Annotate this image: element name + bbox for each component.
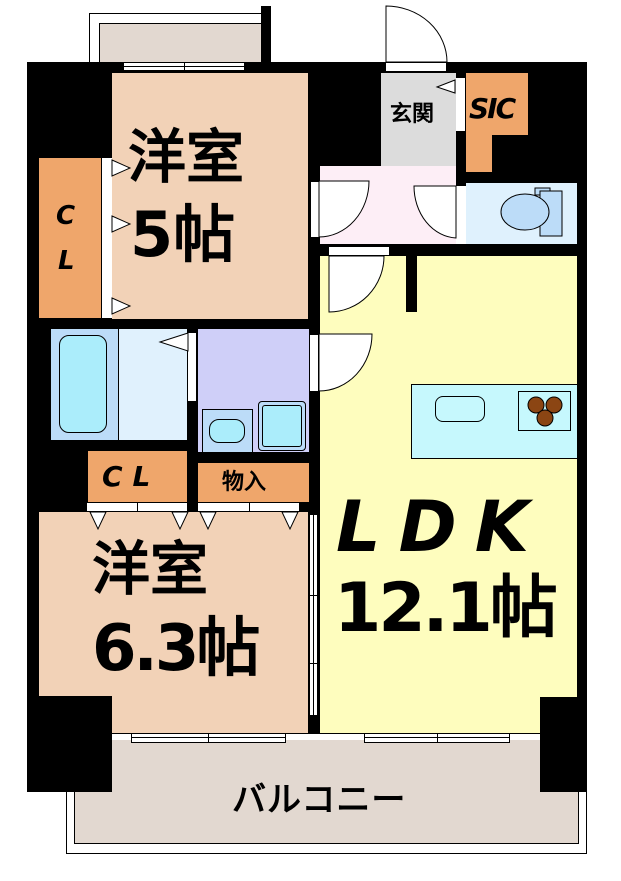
closet-1-label-l: L: [58, 246, 75, 276]
door-swing-icon: [413, 185, 457, 239]
bathroom-door[interactable]: [188, 333, 196, 401]
washroom-door[interactable]: [309, 334, 319, 392]
main-balcony: [74, 740, 579, 844]
closet-1-label-c: C: [56, 201, 76, 231]
folding-door-icon: [111, 159, 132, 315]
stove-icon: [518, 391, 571, 431]
sink-icon: [209, 419, 245, 443]
door-swing-icon: [328, 255, 385, 313]
top-balcony-wall: [261, 6, 271, 64]
ldk-size: 12.1帖: [334, 569, 558, 648]
closet-1-folding-door[interactable]: [101, 158, 112, 318]
room2-ldk-sliding-partition[interactable]: [309, 514, 318, 716]
western-room-2-size: 6.3帖: [92, 612, 260, 686]
door-swing-icon: [318, 180, 370, 238]
burner-icon: [527, 396, 563, 427]
ldk-name: LDK: [336, 486, 547, 568]
washing-machine-icon: [258, 401, 306, 451]
balcony-label: バルコニー: [232, 780, 407, 820]
storage: [198, 463, 309, 502]
kitchen-sink-icon: [435, 396, 485, 422]
toilet-door[interactable]: [456, 186, 466, 244]
ldk-bottom-right-column: [540, 697, 587, 733]
folding-door-icon: [435, 79, 456, 94]
bathtub-icon: [59, 335, 107, 433]
folding-door-icon: [89, 511, 299, 531]
ldk-partition-stub: [406, 256, 417, 312]
closet-2: [88, 451, 187, 502]
entrance-label: 玄関: [390, 102, 435, 127]
closet-2-label: CL: [102, 460, 161, 493]
door-swing-icon: [318, 333, 373, 392]
folding-door-icon: [158, 332, 189, 352]
front-door-swing-icon[interactable]: [385, 5, 455, 65]
storage-folding-door[interactable]: [197, 502, 300, 512]
sliding-window-room2[interactable]: [131, 733, 286, 743]
sliding-window-ldk[interactable]: [364, 733, 510, 743]
sliding-window-top[interactable]: [123, 62, 245, 71]
room2-corner-column: [27, 696, 112, 734]
shoe-in-closet-tail: [466, 134, 492, 172]
western-room-2-name: 洋室: [92, 535, 209, 603]
sic-label: SIC: [469, 92, 516, 125]
western-room-1-size: 5帖: [130, 198, 236, 271]
closet-2-folding-door[interactable]: [86, 502, 188, 512]
shoe-in-closet: [466, 73, 528, 135]
closet-1: [39, 158, 101, 318]
western-room-1: [112, 73, 308, 319]
ldk-entry-door[interactable]: [328, 246, 390, 256]
sic-door[interactable]: [456, 78, 465, 131]
storage-label: 物入: [222, 470, 267, 495]
toilet-icon: [500, 187, 563, 237]
western-room-1-name: 洋室: [128, 123, 245, 191]
front-door[interactable]: [385, 62, 447, 72]
top-balcony: [99, 23, 267, 63]
